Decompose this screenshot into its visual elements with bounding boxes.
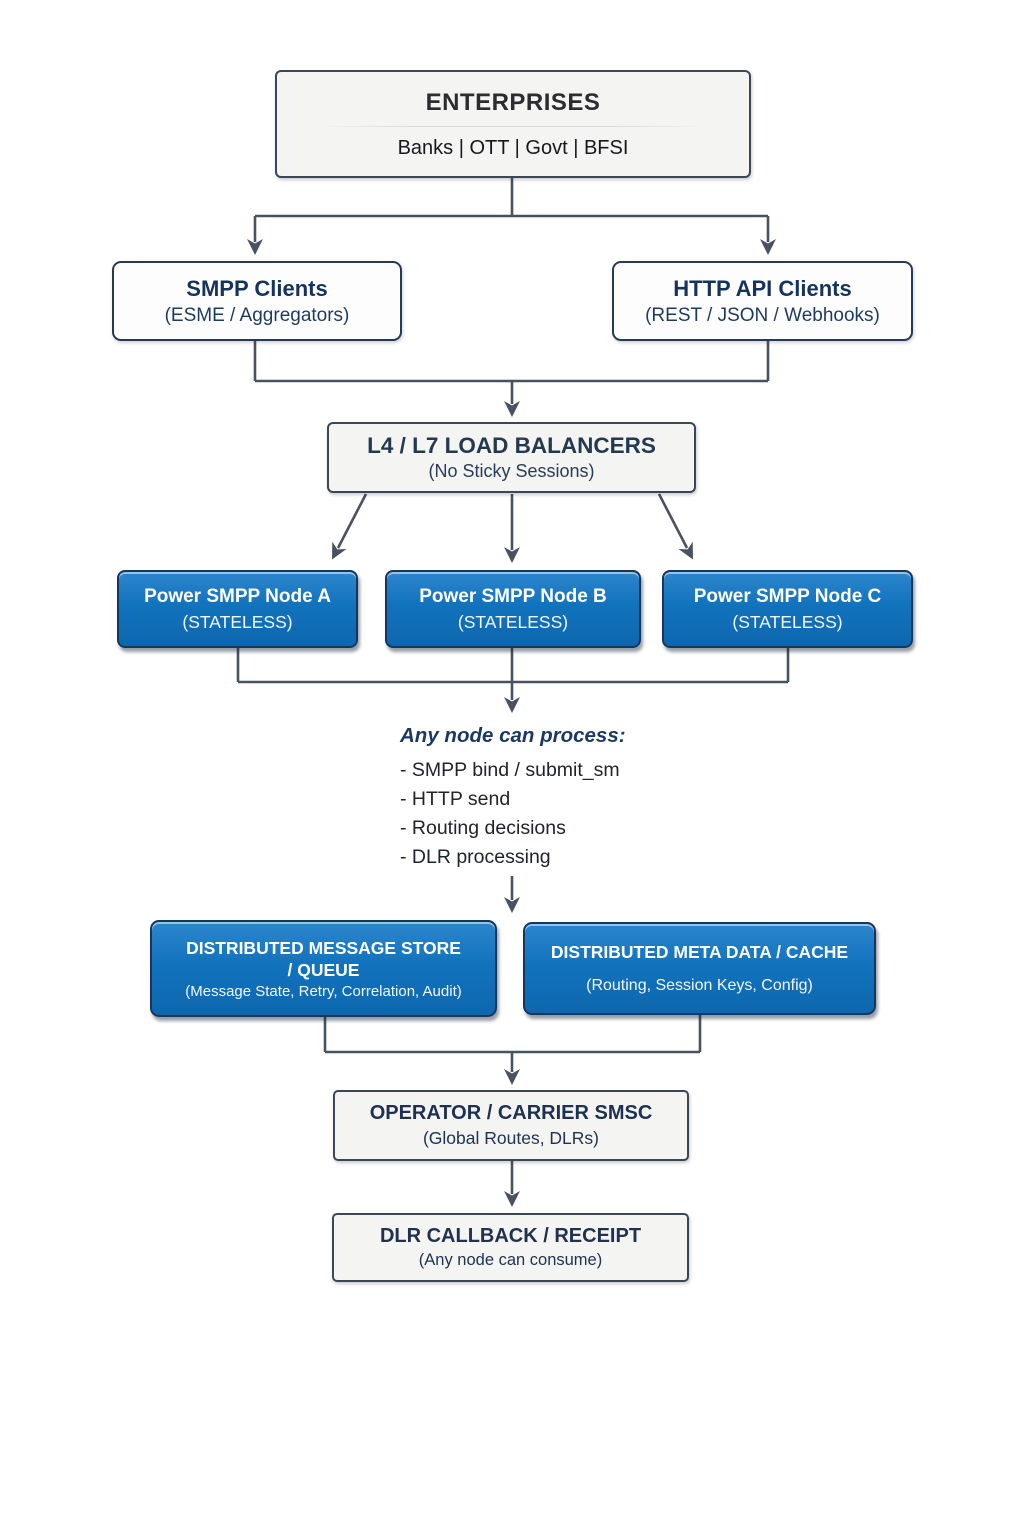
http-api-clients-subtitle: (REST / JSON / Webhooks)	[645, 304, 880, 326]
http-api-clients-box: HTTP API Clients (REST / JSON / Webhooks…	[612, 261, 913, 341]
enterprises-box: ENTERPRISES Banks | OTT | Govt | BFSI	[275, 70, 751, 178]
node-b-subtitle: (STATELESS)	[457, 611, 569, 632]
dlr-callback-box: DLR CALLBACK / RECEIPT (Any node can con…	[332, 1213, 689, 1282]
process-note-item: - DLR processing	[400, 846, 551, 868]
power-smpp-node-a-box: Power SMPP Node A (STATELESS)	[117, 570, 358, 648]
http-api-clients-title: HTTP API Clients	[673, 275, 852, 301]
operator-smsc-box: OPERATOR / CARRIER SMSC (Global Routes, …	[333, 1090, 689, 1161]
power-smpp-node-b-box: Power SMPP Node B (STATELESS)	[385, 570, 641, 648]
node-a-subtitle: (STATELESS)	[182, 611, 293, 632]
process-note-item: - HTTP send	[400, 788, 511, 810]
load-balancers-subtitle: (No Sticky Sessions)	[428, 461, 595, 481]
power-smpp-node-c-box: Power SMPP Node C (STATELESS)	[662, 570, 913, 648]
operator-smsc-title: OPERATOR / CARRIER SMSC	[369, 1102, 653, 1124]
message-store-subtitle: (Message State, Retry, Correlation, Audi…	[185, 983, 462, 1000]
enterprises-subtitle: Banks | OTT | Govt | BFSI	[397, 136, 629, 159]
process-note-heading: Any node can process:	[400, 724, 626, 747]
node-a-title: Power SMPP Node A	[144, 585, 331, 607]
node-c-subtitle: (STATELESS)	[732, 611, 843, 632]
smpp-clients-subtitle: (ESME / Aggregators)	[164, 304, 350, 326]
message-store-box: DISTRIBUTED MESSAGE STORE / QUEUE (Messa…	[150, 920, 497, 1017]
process-note: Any node can process: - SMPP bind / subm…	[400, 724, 700, 872]
process-note-list: - SMPP bind / submit_sm - HTTP send - Ro…	[400, 756, 700, 872]
meta-cache-title: DISTRIBUTED META DATA / CACHE	[550, 942, 849, 962]
meta-cache-box: DISTRIBUTED META DATA / CACHE (Routing, …	[523, 922, 876, 1015]
dlr-callback-subtitle: (Any node can consume)	[418, 1251, 603, 1269]
load-balancers-box: L4 / L7 LOAD BALANCERS (No Sticky Sessio…	[327, 422, 696, 493]
process-note-item: - Routing decisions	[400, 817, 566, 839]
process-note-item: - SMPP bind / submit_sm	[400, 759, 620, 781]
node-c-title: Power SMPP Node C	[693, 585, 882, 607]
node-b-title: Power SMPP Node B	[419, 585, 607, 607]
dlr-callback-title: DLR CALLBACK / RECEIPT	[379, 1225, 642, 1247]
load-balancers-title: L4 / L7 LOAD BALANCERS	[367, 433, 656, 458]
smpp-clients-title: SMPP Clients	[186, 275, 328, 301]
operator-smsc-subtitle: (Global Routes, DLRs)	[422, 1128, 600, 1148]
meta-cache-subtitle: (Routing, Session Keys, Config)	[586, 977, 813, 994]
enterprises-title: ENTERPRISES	[425, 88, 601, 116]
message-store-title: DISTRIBUTED MESSAGE STORE / QUEUE	[186, 938, 461, 980]
smpp-clients-box: SMPP Clients (ESME / Aggregators)	[112, 261, 402, 341]
enterprises-divider	[319, 125, 707, 127]
